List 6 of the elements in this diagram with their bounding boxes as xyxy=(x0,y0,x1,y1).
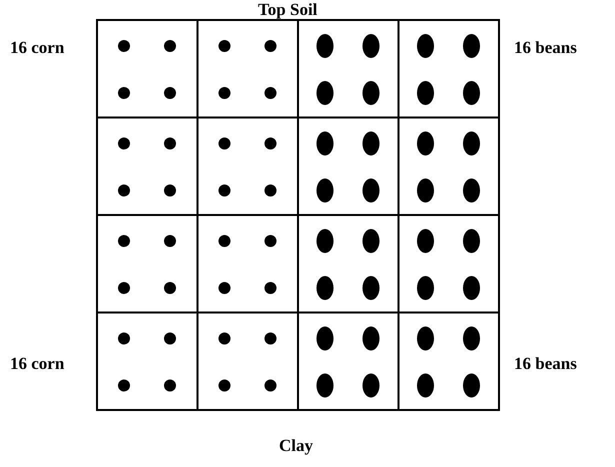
plot-label: Top Soil xyxy=(258,0,318,20)
plot-label: 16 corn xyxy=(10,354,64,374)
plot-label: 16 beans xyxy=(514,354,577,374)
plot-label: 16 beans xyxy=(514,38,577,58)
plot-label: 16 corn xyxy=(10,38,64,58)
plot-label: Clay xyxy=(279,436,313,456)
